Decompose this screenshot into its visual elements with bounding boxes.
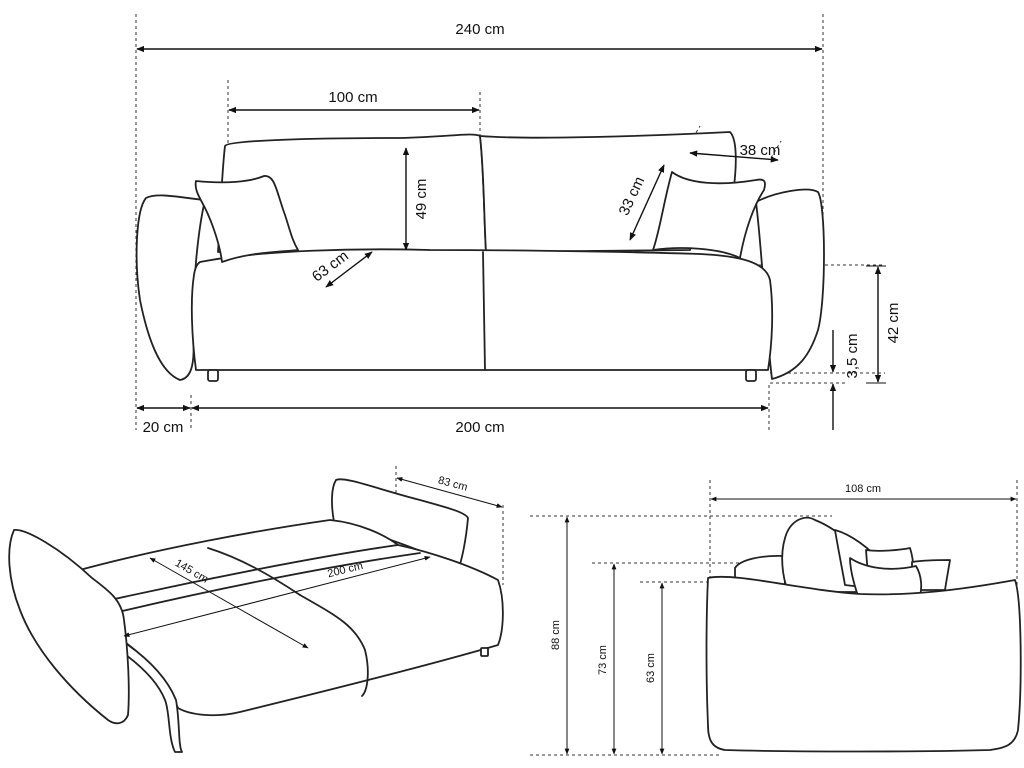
side-depth-label: 108 cm bbox=[845, 483, 881, 495]
throw-pillow-left bbox=[194, 175, 299, 263]
armrest-height-label: 63 cm bbox=[645, 653, 657, 683]
back-cushion-width-label: 100 cm bbox=[328, 89, 377, 106]
seat-height-label: 42 cm bbox=[885, 303, 902, 344]
armrest-width-label: 20 cm bbox=[143, 419, 184, 436]
bed-front-armrest bbox=[8, 529, 130, 725]
bed-view: 83 cm 145 cm 200 cm bbox=[8, 466, 504, 753]
total-height-label: 88 cm bbox=[550, 620, 562, 650]
throw-pillow-right bbox=[652, 171, 766, 259]
leg-right bbox=[745, 369, 757, 382]
side-armrest bbox=[705, 575, 1022, 753]
leg-height-label: 3,5 cm bbox=[844, 333, 861, 378]
side-pillow-4 bbox=[849, 557, 923, 597]
pillow-width-label: 38 cm bbox=[740, 142, 781, 159]
leg-left bbox=[207, 369, 219, 382]
front-view: 240 cm 100 cm 49 cm 63 cm 33 cm 38 cm 42… bbox=[135, 14, 902, 436]
bed-depth-label: 83 cm bbox=[437, 474, 469, 493]
seat-cushion bbox=[190, 248, 774, 371]
back-cushion-height-label: 49 cm bbox=[413, 179, 430, 220]
side-view: 108 cm 88 cm 73 cm 63 cm bbox=[530, 480, 1022, 756]
total-width-label: 240 cm bbox=[455, 21, 504, 38]
seat-width-label: 200 cm bbox=[455, 419, 504, 436]
backrest-height-label: 73 cm bbox=[597, 645, 609, 675]
bed-leg bbox=[480, 647, 489, 657]
